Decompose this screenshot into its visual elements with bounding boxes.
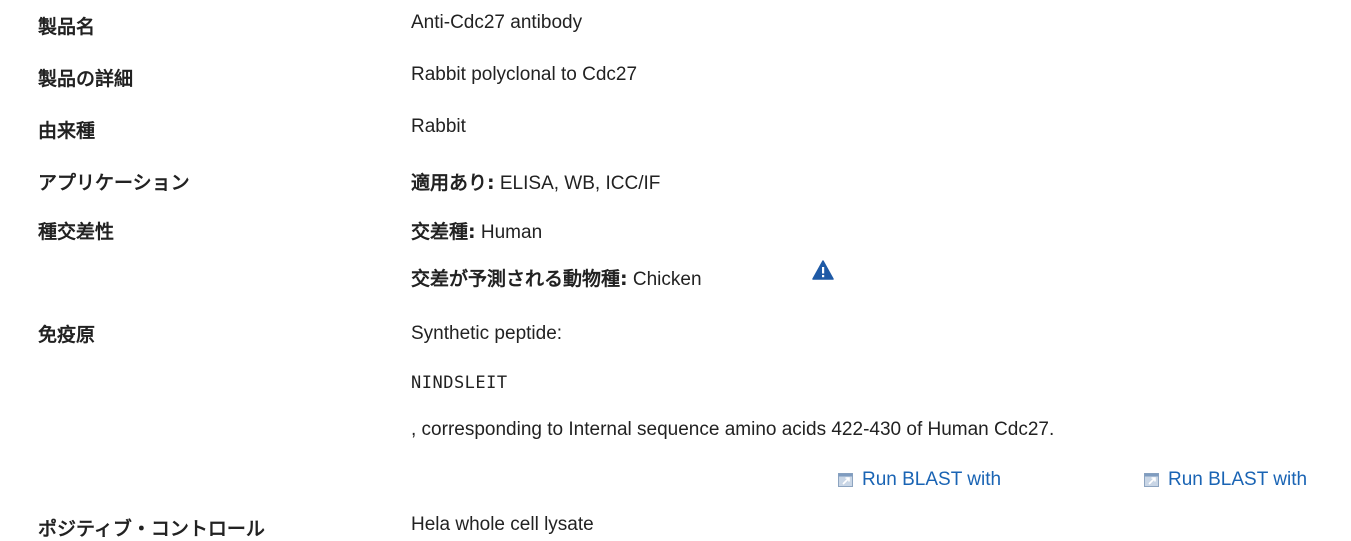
run-blast-label-1: Run BLAST with: [862, 469, 1002, 490]
immunogen-description: Synthetic peptide:: [411, 323, 563, 344]
warning-icon[interactable]: [812, 260, 834, 280]
value-predicted-reactivity: 交差が予測される動物種: Chicken: [411, 264, 702, 291]
label-positive-control: ポジティブ・コントロール: [38, 518, 265, 540]
run-blast-label-2: Run BLAST with: [1168, 469, 1308, 490]
predicted-species: Chicken: [627, 269, 702, 290]
value-reacts-with: 交差種: Human: [411, 217, 542, 244]
reacts-prefix: 交差種:: [411, 221, 476, 243]
label-applications: アプリケーション: [38, 172, 190, 194]
run-blast-link-2[interactable]: Run BLAST with: [1144, 469, 1307, 491]
value-description: Rabbit polyclonal to Cdc27: [411, 64, 638, 85]
run-blast-link-1[interactable]: Run BLAST with: [838, 469, 1001, 491]
applications-prefix: 適用あり:: [411, 172, 495, 194]
label-reactivity: 種交差性: [38, 221, 115, 243]
value-positive-control: Hela whole cell lysate: [411, 514, 594, 535]
value-host-species: Rabbit: [411, 116, 466, 137]
applications-list: ELISA, WB, ICC/IF: [494, 173, 661, 194]
value-product-name: Anti-Cdc27 antibody: [411, 12, 583, 33]
reacts-species: Human: [475, 222, 543, 243]
external-link-icon: [1144, 473, 1159, 487]
label-immunogen: 免疫原: [38, 324, 96, 346]
label-description: 製品の詳細: [38, 68, 134, 90]
value-applications: 適用あり: ELISA, WB, ICC/IF: [411, 168, 660, 195]
label-product-name: 製品名: [38, 16, 96, 38]
external-link-icon: [838, 473, 853, 487]
immunogen-sequence: NINDSLEIT: [411, 373, 508, 393]
immunogen-position: , corresponding to Internal sequence ami…: [411, 419, 1055, 440]
label-host-species: 由来種: [38, 120, 96, 142]
predicted-prefix: 交差が予測される動物種:: [411, 268, 628, 290]
